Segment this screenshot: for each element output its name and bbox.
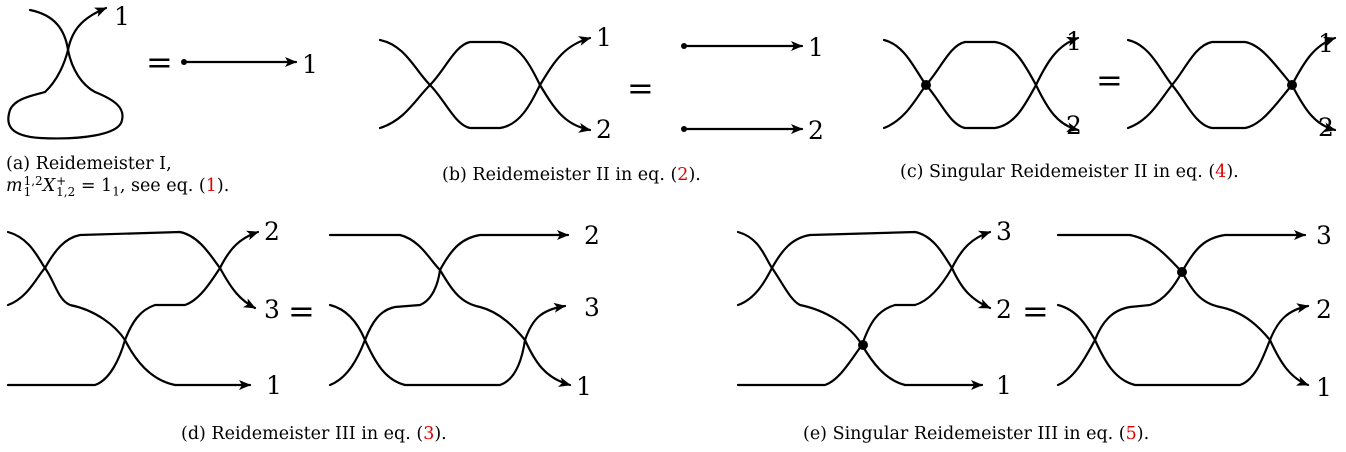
caption-e: (e) Singular Reidemeister III in eq. (5)…	[803, 424, 1150, 444]
equation-reference[interactable]: 3	[423, 424, 435, 444]
diagram-d-reidemeister-three: 2 3 1 = 2 3 1	[6, 217, 600, 401]
strand-label: 2	[996, 295, 1012, 324]
strand-label: 3	[996, 217, 1012, 246]
strand-label: 1	[302, 50, 318, 79]
strand-a	[1128, 233, 1310, 387]
strand-label: 1	[1316, 373, 1332, 402]
strand-label: 2	[264, 217, 280, 246]
equals-sign: =	[1022, 292, 1049, 330]
strand-label: 1	[576, 372, 592, 401]
strand-label: 3	[584, 293, 600, 322]
strand-two	[378, 40, 592, 133]
strand-c	[736, 230, 992, 387]
strand-label: 2	[808, 116, 824, 145]
strand-one	[1126, 36, 1337, 130]
strand-a	[398, 233, 572, 387]
strand-label: 3	[264, 295, 280, 324]
strand-a	[736, 230, 907, 387]
diagram-c-singular-reidemeister-two: 1 2 = 1 2	[882, 27, 1337, 142]
equation-reference[interactable]: 4	[1215, 162, 1227, 182]
strand-one	[378, 36, 592, 130]
caption-c: (c) Singular Reidemeister II in eq. (4).	[900, 162, 1239, 182]
strand-b	[736, 230, 992, 310]
strand-label: 2	[596, 115, 612, 144]
equation-reference[interactable]: 2	[677, 165, 689, 185]
strand-b	[328, 302, 567, 387]
diagram-a-reidemeister-one: 1 = 1	[7, 2, 318, 140]
strand-c	[1056, 230, 1307, 387]
equals-sign: =	[288, 292, 315, 330]
caption-a-line1: (a) Reidemeister I,	[6, 154, 172, 174]
equals-sign: =	[627, 69, 654, 107]
strand-label: 2	[1316, 295, 1332, 324]
outgoing-strand	[43, 6, 108, 94]
strand-label: 1	[114, 2, 130, 31]
caption-d: (d) Reidemeister III in eq. (3).	[181, 424, 447, 444]
caption-b: (b) Reidemeister II in eq. (2).	[442, 165, 701, 185]
strand-b	[1056, 303, 1310, 387]
strand-c	[328, 230, 570, 387]
diagram-b-reidemeister-two: 1 2 = 1 2	[378, 23, 824, 145]
strand-b	[6, 230, 257, 310]
strand-label: 3	[1316, 221, 1332, 250]
strand-label: 2	[1318, 113, 1334, 142]
strand-label: 1	[1066, 27, 1082, 56]
strand-one	[882, 36, 1080, 130]
singular-vertex	[1177, 267, 1187, 277]
strand-label: 2	[584, 221, 600, 250]
strand-label: 1	[596, 23, 612, 52]
equation-reference[interactable]: 5	[1125, 424, 1137, 444]
singular-vertex	[858, 340, 868, 350]
strand-label: 1	[1318, 29, 1334, 58]
strand-label: 1	[996, 371, 1012, 400]
strand-two	[1126, 40, 1337, 133]
equals-sign: =	[146, 43, 173, 81]
loop-strand	[7, 8, 124, 140]
strand-c	[6, 230, 260, 387]
strand-a	[6, 230, 177, 387]
strand-label: 1	[266, 371, 282, 400]
strand-label: 2	[1066, 111, 1082, 140]
equals-sign: =	[1096, 61, 1123, 99]
singular-vertex	[921, 80, 931, 90]
equation-reference[interactable]: 1	[205, 176, 217, 196]
singular-vertex	[1287, 80, 1297, 90]
strand-two	[882, 40, 1080, 133]
strand-label: 1	[808, 33, 824, 62]
diagram-e-singular-reidemeister-three: 3 2 1 = 3 2 1	[736, 217, 1332, 402]
